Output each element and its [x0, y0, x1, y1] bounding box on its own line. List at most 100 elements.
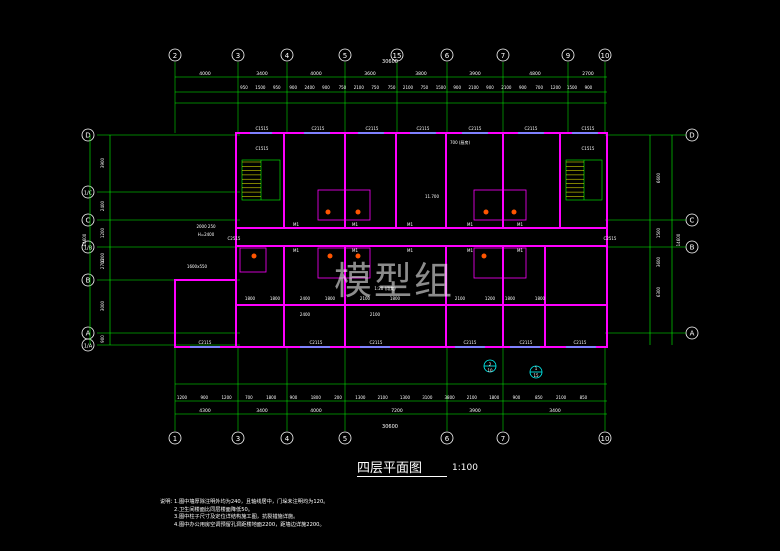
room-dimension: 1800: [535, 296, 546, 301]
dim-value: 3600: [364, 71, 376, 77]
door-label: M1: [467, 222, 473, 227]
door-label: M1: [352, 248, 358, 253]
axis-label: 4: [285, 435, 290, 443]
dim-value: 6300: [656, 286, 661, 297]
axis-label: 3: [236, 435, 240, 443]
axis-bubble: [338, 48, 352, 62]
window-label: C2115: [469, 126, 482, 131]
dim-value: 750: [371, 85, 379, 90]
axis-label: 15: [393, 52, 402, 60]
dim-value: 1800: [266, 395, 277, 400]
dim-value: 750: [339, 85, 347, 90]
windows: [190, 132, 598, 348]
room-dimension: 1800: [270, 296, 281, 301]
axis-bubble: [231, 48, 245, 62]
axis-label: 1/A: [84, 344, 93, 350]
annotation: 700 (厨房): [450, 139, 470, 145]
axis-label: 7: [501, 52, 505, 60]
annotation: 2: [489, 362, 492, 367]
dim-value: 1200: [551, 85, 562, 90]
dim-value: 3400: [256, 408, 268, 414]
dim-value: 850: [535, 395, 543, 400]
axis-bubble: [231, 431, 245, 445]
axis-bubble: [440, 431, 454, 445]
window-label: C1515: [582, 146, 595, 151]
door-label: M1: [293, 248, 299, 253]
note-item: 4.图中办公用房空调预留孔洞距楼地面2200，距墙边详施2200。: [174, 521, 325, 528]
axis-bubble: [81, 128, 95, 142]
dim-value: 4000: [310, 408, 322, 414]
dim-value: 3000: [100, 300, 105, 311]
dim-value: 750: [388, 85, 396, 90]
dim-value: 2100: [556, 395, 567, 400]
room-dimension: 1800: [245, 296, 256, 301]
dim-value: 2100: [469, 85, 480, 90]
dim-value: 900: [486, 85, 494, 90]
axis-bubble: [598, 48, 612, 62]
axis-bubble: [280, 431, 294, 445]
axis-bubble: [390, 48, 404, 62]
dim-value: 2100: [403, 85, 414, 90]
dim-value: 4800: [529, 71, 541, 77]
door-label: M1: [407, 222, 413, 227]
dim-value: 1500: [255, 85, 266, 90]
dim-value: 1800: [489, 395, 500, 400]
title-underline: [357, 476, 447, 477]
axis-label: 2: [173, 52, 177, 60]
window-label: C2115: [417, 126, 430, 131]
window-label: C2515: [228, 236, 241, 241]
axis-label: 7: [501, 435, 505, 443]
axis-bubble: [81, 273, 95, 287]
dim-value: 3100: [422, 395, 433, 400]
axis-bubble: [168, 48, 182, 62]
annotation: 1:20 (用凳): [374, 285, 396, 291]
axis-bubble: [81, 185, 95, 199]
stair-right: [565, 159, 603, 201]
dim-value: 1800: [311, 395, 322, 400]
door-label: M1: [517, 248, 523, 253]
window-label: C2115: [310, 340, 323, 345]
dim-value: 900: [100, 335, 105, 343]
room-dimension: 1800: [390, 296, 401, 301]
annotation: 10: [487, 368, 493, 373]
window-label: C2115: [520, 340, 533, 345]
axis-bubble: [168, 431, 182, 445]
axis-label: 3: [236, 52, 240, 60]
dim-value: 4000: [199, 71, 211, 77]
toilet-fixtures: [239, 189, 527, 279]
axis-bubble: [561, 48, 575, 62]
axis-bubble: [496, 48, 510, 62]
dim-value: 1300: [355, 395, 366, 400]
axis-bubble: [496, 431, 510, 445]
window-label: C1515: [256, 146, 269, 151]
window-label: C2115: [525, 126, 538, 131]
note-item: 3.图中柱子尺寸及定位详结构施工图，抗裂措施详施。: [174, 514, 299, 521]
dim-total: 30600: [382, 59, 398, 65]
axis-label: D: [85, 132, 90, 140]
dim-value: 900: [322, 85, 330, 90]
dim-value: 1500: [436, 85, 447, 90]
window-label: C2515: [604, 236, 617, 241]
annotation: 1600x550: [187, 264, 208, 269]
dim-value: 3800: [445, 395, 456, 400]
axis-bubble: [440, 48, 454, 62]
door-label: M1: [517, 222, 523, 227]
axis-label: A: [86, 330, 91, 338]
dim-value: 3900: [469, 71, 481, 77]
axis-label: B: [690, 244, 695, 252]
axis-label: B: [86, 277, 91, 285]
door-label: M1: [467, 248, 473, 253]
dim-value: 1500: [567, 85, 578, 90]
dim-value: 7200: [391, 408, 403, 414]
dim-value: 900: [585, 85, 593, 90]
note-item: 2.卫生间楼面比同层楼面降低50。: [174, 506, 253, 513]
annotation: 1: [535, 366, 538, 371]
dim-value: 6600: [656, 172, 661, 183]
dim-value: 2100: [501, 85, 512, 90]
dim-value: 2700: [100, 258, 105, 269]
axis-label: 9: [566, 52, 570, 60]
